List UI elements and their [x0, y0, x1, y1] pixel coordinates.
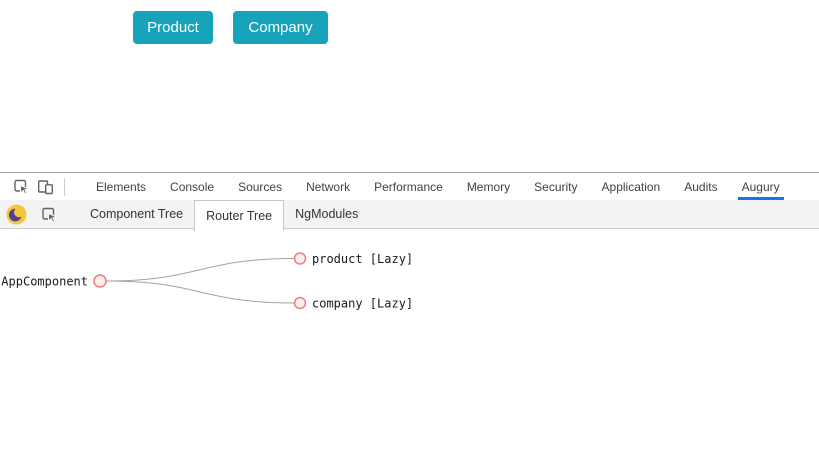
augury-toolbar: Component Tree Router Tree NgModules: [0, 200, 819, 231]
tab-sources[interactable]: Sources: [238, 179, 283, 194]
inspect-icon[interactable]: [9, 173, 33, 200]
edge-root-to-product: [106, 258, 295, 282]
tab-security[interactable]: Security: [534, 179, 578, 194]
devtools-tabs: Elements Console Sources Network Perform…: [84, 173, 792, 200]
node-circle-product[interactable]: [293, 252, 307, 265]
inspect-icon[interactable]: [40, 200, 58, 228]
router-node-product: product [Lazy]: [293, 252, 413, 266]
company-button[interactable]: Company: [233, 11, 328, 44]
product-button[interactable]: Product: [133, 11, 213, 44]
node-label-appcomponent: AppComponent: [1, 275, 88, 289]
node-label-product: product [Lazy]: [312, 252, 413, 266]
augury-tabs: Component Tree Router Tree NgModules: [79, 200, 369, 231]
device-toolbar-icon[interactable]: [33, 173, 57, 200]
tab-memory[interactable]: Memory: [466, 179, 511, 194]
node-circle-company[interactable]: [293, 296, 307, 310]
router-node-company: company [Lazy]: [293, 296, 413, 311]
augury-tab-component-tree[interactable]: Component Tree: [90, 207, 184, 221]
edge-root-to-company: [106, 280, 295, 304]
augury-toolbar-border: [0, 228, 819, 229]
router-tree-panel: AppComponent product [Lazy] company [Laz…: [0, 229, 819, 460]
node-label-company: company [Lazy]: [312, 297, 413, 311]
tab-network[interactable]: Network: [306, 179, 351, 194]
tab-elements[interactable]: Elements: [96, 179, 147, 194]
augury-toolbar-icons: [0, 200, 67, 228]
tab-performance[interactable]: Performance: [374, 179, 443, 194]
augury-tab-ngmodules[interactable]: NgModules: [295, 207, 359, 221]
devtools-tabbar: Elements Console Sources Network Perform…: [0, 173, 819, 200]
page-area: Product Company: [0, 0, 819, 172]
augury-tab-router-tree[interactable]: Router Tree: [194, 200, 285, 231]
devtools-toolbar-icons: [0, 173, 72, 200]
tab-application[interactable]: Application: [601, 179, 661, 194]
node-circle-appcomponent[interactable]: [93, 274, 107, 288]
devtools-panel: Elements Console Sources Network Perform…: [0, 172, 819, 460]
router-tree-graph: AppComponent product [Lazy] company [Laz…: [1, 252, 413, 311]
router-node-appcomponent: AppComponent: [1, 274, 107, 289]
augury-logo-icon: [6, 204, 27, 225]
toolbar-divider: [64, 177, 65, 196]
tab-console[interactable]: Console: [170, 179, 215, 194]
tab-augury[interactable]: Augury: [730, 173, 792, 200]
tab-audits[interactable]: Audits: [684, 179, 718, 194]
